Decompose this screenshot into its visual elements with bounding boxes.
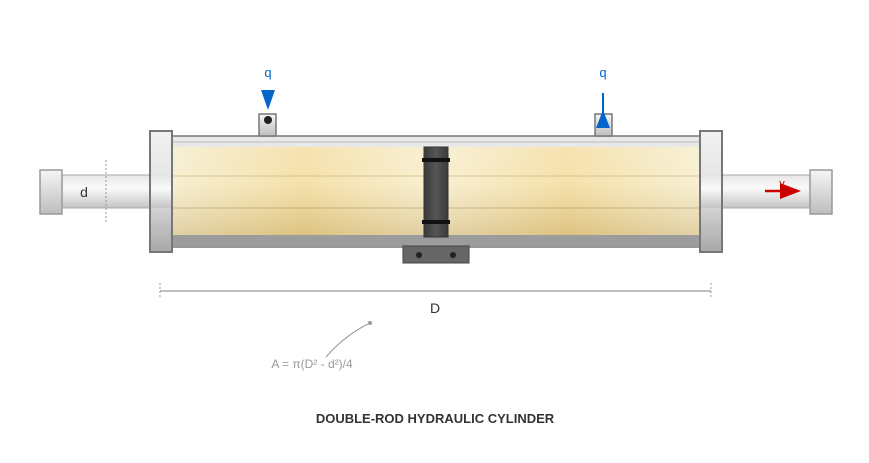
flow-in-arrow-icon	[261, 90, 275, 110]
rod-diameter-label: d	[80, 184, 88, 200]
velocity-label: v	[779, 178, 785, 190]
formula-leader-line	[325, 322, 371, 358]
mount-bolt-icon	[416, 252, 422, 258]
piston-seal-top	[422, 158, 450, 162]
flow-in-label: q	[264, 65, 271, 80]
piston-seal-bottom	[422, 220, 450, 224]
port-opening-icon	[264, 116, 272, 124]
flow-out-label: q	[599, 65, 606, 80]
velocity-arrow-icon	[780, 183, 801, 199]
mount-bolt-icon	[450, 252, 456, 258]
rod-end-cap-right	[809, 169, 833, 215]
barrel-bottom-wall	[173, 235, 699, 246]
mounting-bracket	[402, 245, 470, 264]
area-formula: A = π(D² - d²)/4	[271, 357, 353, 371]
leader-dot	[368, 321, 372, 325]
rod-through-right	[701, 176, 721, 208]
flow-out-arrow-icon	[596, 110, 610, 128]
diagram-title: DOUBLE-ROD HYDRAULIC CYLINDER	[316, 411, 555, 426]
bore-diameter-label: D	[430, 300, 440, 316]
rod-through-left	[151, 176, 171, 208]
rod-end-cap-left	[39, 169, 63, 215]
